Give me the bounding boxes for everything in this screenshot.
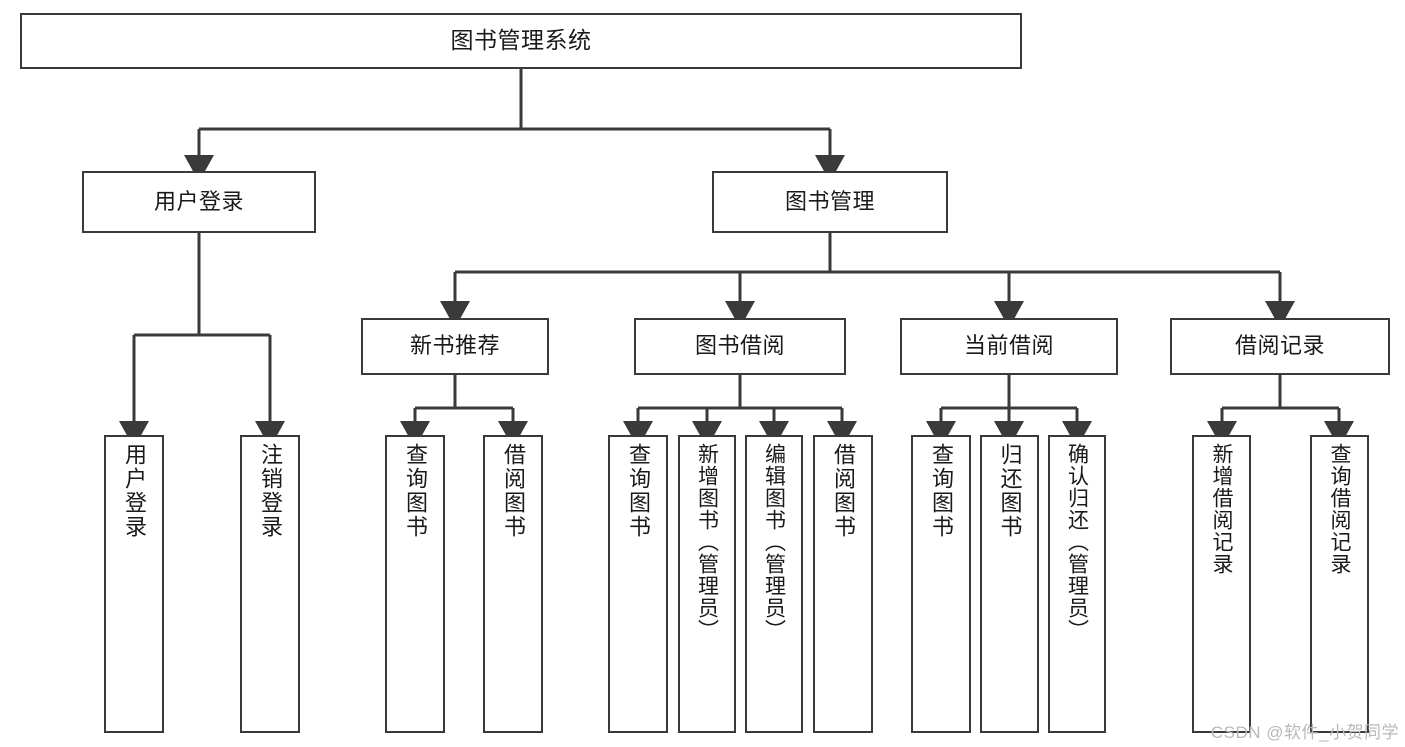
node-label: 查询图书 <box>403 443 428 539</box>
leaf-user-login-signin[interactable]: 用户登录 <box>104 435 164 733</box>
node-label: 用户登录 <box>153 188 244 214</box>
leaf-current-borrow-confirm-admin[interactable]: 确认归还（管理员） <box>1048 435 1106 733</box>
leaf-current-borrow-query[interactable]: 查询图书 <box>911 435 971 733</box>
node-label: 编辑图书（管理员） <box>762 443 786 641</box>
node-label: 图书管理 <box>784 188 875 214</box>
node-label: 查询借阅记录 <box>1328 443 1351 575</box>
node-book-borrow[interactable]: 图书借阅 <box>634 318 846 375</box>
leaf-book-borrow-borrow[interactable]: 借阅图书 <box>813 435 873 733</box>
node-label: 确认归还（管理员） <box>1065 443 1089 641</box>
node-label: 借阅图书 <box>831 443 856 539</box>
leaf-borrow-record-query[interactable]: 查询借阅记录 <box>1310 435 1369 733</box>
node-label: 图书管理系统 <box>450 27 592 54</box>
leaf-borrow-record-add[interactable]: 新增借阅记录 <box>1192 435 1251 733</box>
leaf-new-book-query[interactable]: 查询图书 <box>385 435 445 733</box>
node-label: 借阅图书 <box>501 443 526 539</box>
node-root-book-management-system[interactable]: 图书管理系统 <box>20 13 1022 69</box>
node-user-login[interactable]: 用户登录 <box>82 171 316 233</box>
node-new-book-recommend[interactable]: 新书推荐 <box>361 318 549 375</box>
node-label: 新增借阅记录 <box>1210 443 1233 575</box>
node-label: 新书推荐 <box>409 333 500 359</box>
node-label: 用户登录 <box>122 443 147 539</box>
watermark: CSDN @软件_小贺同学 <box>1210 723 1399 742</box>
leaf-current-borrow-return[interactable]: 归还图书 <box>980 435 1039 733</box>
node-label: 图书借阅 <box>694 333 785 359</box>
leaf-new-book-borrow[interactable]: 借阅图书 <box>483 435 543 733</box>
node-label: 借阅记录 <box>1234 333 1325 359</box>
leaf-book-borrow-edit-admin[interactable]: 编辑图书（管理员） <box>745 435 803 733</box>
leaf-book-borrow-query[interactable]: 查询图书 <box>608 435 668 733</box>
node-label: 查询图书 <box>626 443 651 539</box>
node-borrow-record[interactable]: 借阅记录 <box>1170 318 1390 375</box>
leaf-user-login-signout[interactable]: 注销登录 <box>240 435 300 733</box>
node-label: 查询图书 <box>929 443 954 539</box>
node-label: 注销登录 <box>258 443 283 539</box>
node-label: 当前借阅 <box>963 333 1054 359</box>
node-label: 归还图书 <box>997 443 1023 539</box>
node-label: 新增图书（管理员） <box>695 443 719 641</box>
node-book-management[interactable]: 图书管理 <box>712 171 948 233</box>
leaf-book-borrow-add-admin[interactable]: 新增图书（管理员） <box>678 435 736 733</box>
node-current-borrow[interactable]: 当前借阅 <box>900 318 1118 375</box>
